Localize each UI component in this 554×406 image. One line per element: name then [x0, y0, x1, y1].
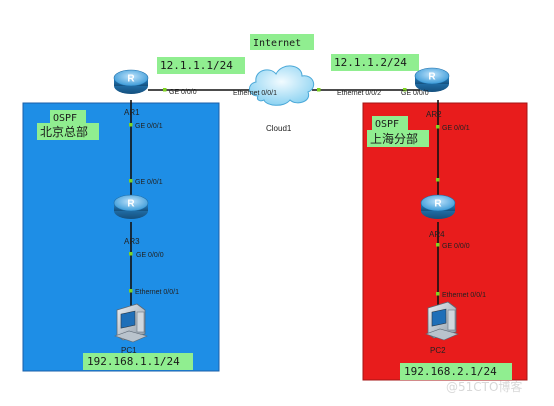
beijing-site-bg — [37, 123, 99, 140]
internet-label-bg — [250, 34, 314, 50]
watermark: @51CTO博客 — [446, 379, 522, 394]
pc1-port: Ethernet 0/0/1 — [135, 289, 179, 296]
router-ar1[interactable] — [113, 69, 149, 95]
pc1-ip-bg — [83, 353, 193, 370]
port-dot — [436, 292, 440, 296]
ar2-port-lan: GE 0/0/1 — [442, 125, 470, 132]
port-dot — [129, 123, 133, 127]
ar4-name: AR4 — [429, 230, 445, 239]
port-dot — [317, 88, 321, 92]
pc2-icon[interactable] — [425, 301, 459, 341]
ar2-name: AR2 — [426, 110, 442, 119]
ar4-port-down: GE 0/0/0 — [442, 243, 470, 250]
cloud-port-left: Ethernet 0/0/1 — [233, 90, 277, 97]
ar1-port-wan: GE 0/0/0 — [169, 89, 197, 96]
ar1-wan-ip: 12.1.1.1/24 — [160, 59, 233, 72]
pc2-ip: 192.168.2.1/24 — [404, 365, 497, 378]
pc1-icon[interactable] — [114, 303, 148, 343]
ar2-wan-ip: 12.1.1.2/24 — [334, 56, 407, 69]
ar1-wan-ip-bg — [157, 57, 245, 74]
beijing-ospf: OSPF — [53, 113, 77, 124]
pc1-name: PC1 — [121, 346, 137, 355]
pc2-port: Ethernet 0/0/1 — [442, 292, 486, 299]
port-dot — [436, 125, 440, 129]
port-dots — [129, 88, 440, 296]
shanghai-site: 上海分部 — [370, 131, 418, 146]
port-dot — [436, 178, 440, 182]
beijing-site: 北京总部 — [40, 124, 88, 139]
router-ar4[interactable] — [420, 194, 456, 220]
port-dot — [129, 179, 133, 183]
shanghai-ospf: OSPF — [375, 119, 399, 130]
shanghai-site-bg — [367, 130, 429, 147]
ar2-port-wan: GE 0/0/0 — [401, 90, 429, 97]
shanghai-ospf-bg — [372, 116, 408, 130]
beijing-ospf-bg — [50, 110, 86, 124]
port-dot — [436, 243, 440, 247]
port-dot — [129, 252, 133, 256]
cloud-name: Cloud1 — [266, 124, 292, 133]
router-ar2[interactable] — [414, 67, 450, 93]
ar2-wan-ip-bg — [331, 54, 419, 71]
pc1-ip: 192.168.1.1/24 — [87, 355, 180, 368]
pc2-ip-bg — [400, 363, 512, 380]
ar1-port-lan: GE 0/0/1 — [135, 123, 163, 130]
router-ar3[interactable] — [113, 194, 149, 220]
port-dot — [403, 88, 407, 92]
ar3-name: AR3 — [124, 237, 140, 246]
port-dot — [163, 88, 167, 92]
ar3-port-up: GE 0/0/1 — [135, 179, 163, 186]
cloud-port-right: Ethernet 0/0/2 — [337, 90, 381, 97]
ar3-port-down: GE 0/0/0 — [136, 252, 164, 259]
pc2-name: PC2 — [430, 346, 446, 355]
cloud-icon[interactable] — [249, 65, 315, 106]
port-dot — [129, 289, 133, 293]
internet-label: Internet — [253, 38, 301, 49]
ar1-name: AR1 — [124, 108, 140, 117]
